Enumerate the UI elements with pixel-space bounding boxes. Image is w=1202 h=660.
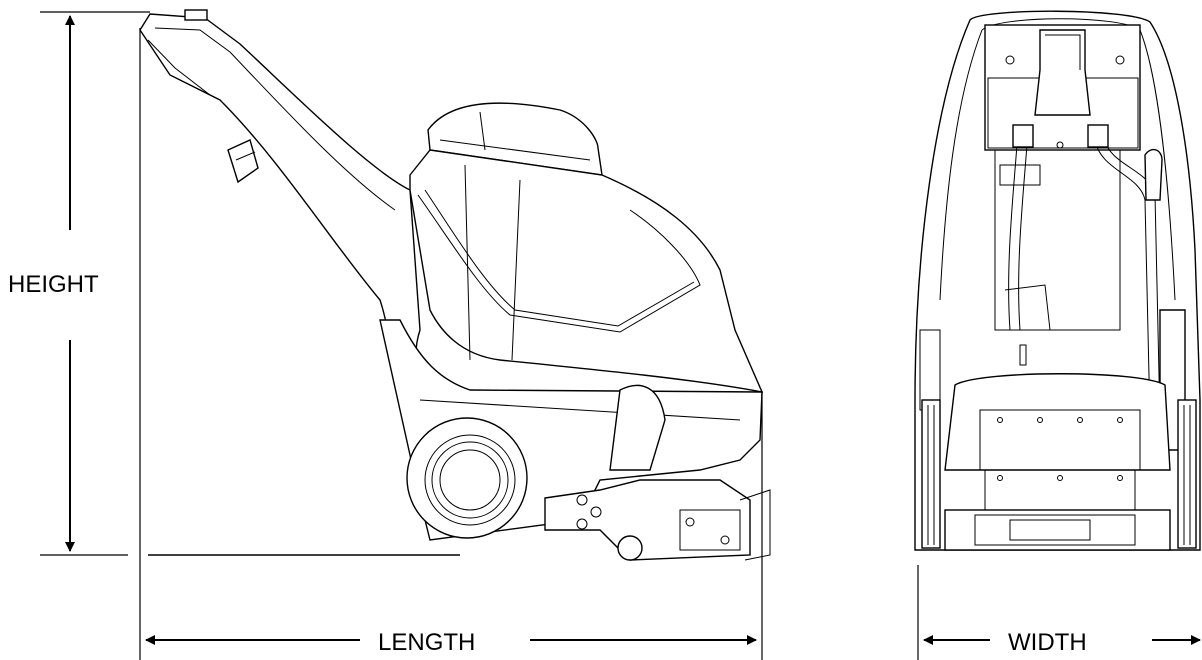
length-label: LENGTH — [378, 629, 475, 656]
length-dimension: LENGTH — [139, 28, 763, 660]
front-view-machine — [914, 10, 1201, 551]
height-dimension: HEIGHT — [8, 11, 150, 556]
height-label: HEIGHT — [8, 271, 99, 298]
side-view-machine — [139, 9, 771, 561]
width-dimension: WIDTH — [917, 565, 1201, 660]
width-label: WIDTH — [1008, 629, 1087, 656]
